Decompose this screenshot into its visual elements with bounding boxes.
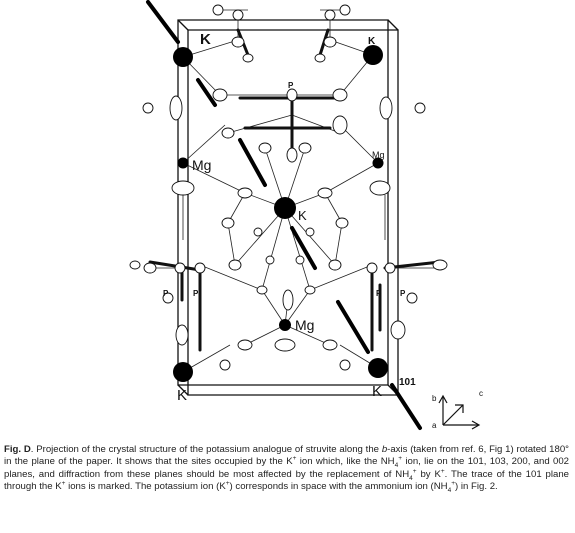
k-label-center: K xyxy=(298,208,307,223)
magnesium-atoms xyxy=(177,157,384,331)
axis-a-label: a xyxy=(432,421,437,430)
caption-text-3: ion which, like the NH xyxy=(296,456,395,468)
mg-label-right: Mg xyxy=(372,150,385,160)
crystal-structure-figure: K K K K K Mg Mg Mg P P P P P 101 a b c xyxy=(129,0,483,430)
caption-text-6: . The trace of the 101 plane through the… xyxy=(4,468,569,493)
caption-sub-2: 4 xyxy=(409,474,413,482)
caption-text-9: ) in Fig. 2. xyxy=(455,481,498,493)
k-label-bottom-right: K xyxy=(372,383,382,400)
caption-plus-6: + xyxy=(225,480,230,488)
p-label-top: P xyxy=(288,81,294,90)
k-label-top-right: K xyxy=(368,36,376,47)
caption-text-8: ) corresponds in space with the ammonium… xyxy=(229,481,448,493)
caption-plus-2: + xyxy=(398,455,403,463)
caption-plus-1: + xyxy=(292,455,297,463)
k-label-bottom-left: K xyxy=(177,387,187,404)
p-label-right-2: P xyxy=(400,289,406,298)
p-label-right-1: P xyxy=(376,289,382,298)
caption-text-4: ion, lie on the 101, 103, 200, and 002 p… xyxy=(4,456,570,480)
mg-label-left: Mg xyxy=(192,157,211,173)
caption-sub-3: 4 xyxy=(447,487,452,495)
caption-text-5: by K xyxy=(416,468,441,480)
caption-plus-4: + xyxy=(440,467,445,475)
caption-sub-1: 4 xyxy=(394,462,399,470)
caption-text-2: -axis (taken from ref. 6, Fig 1) rotated… xyxy=(4,444,570,468)
plane-101-label: 101 xyxy=(399,377,416,388)
axis-b-label: b xyxy=(432,394,437,403)
caption-text-7: ions is marked. The potassium ion (K xyxy=(65,481,226,493)
figure-label: Fig. D xyxy=(4,444,31,455)
thermal-ellipsoids xyxy=(129,4,448,371)
caption-text-1: . Projection of the crystal structure of… xyxy=(30,444,382,455)
caption-b-axis: b xyxy=(381,444,388,455)
plane-101-trace xyxy=(146,0,422,430)
axis-triad xyxy=(438,394,481,430)
potassium-atoms xyxy=(173,45,388,382)
caption-plus-7: + xyxy=(451,480,456,488)
figure-caption: Fig. D. Projection of the crystal struct… xyxy=(4,444,569,494)
caption-plus-5: + xyxy=(61,480,66,488)
p-label-left-2: P xyxy=(193,289,199,298)
p-label-left-1: P xyxy=(163,289,169,298)
mg-label-bottom: Mg xyxy=(295,317,314,333)
axis-c-label: c xyxy=(479,389,483,398)
caption-plus-3: + xyxy=(412,467,417,475)
k-label-top-left: K xyxy=(200,31,211,48)
